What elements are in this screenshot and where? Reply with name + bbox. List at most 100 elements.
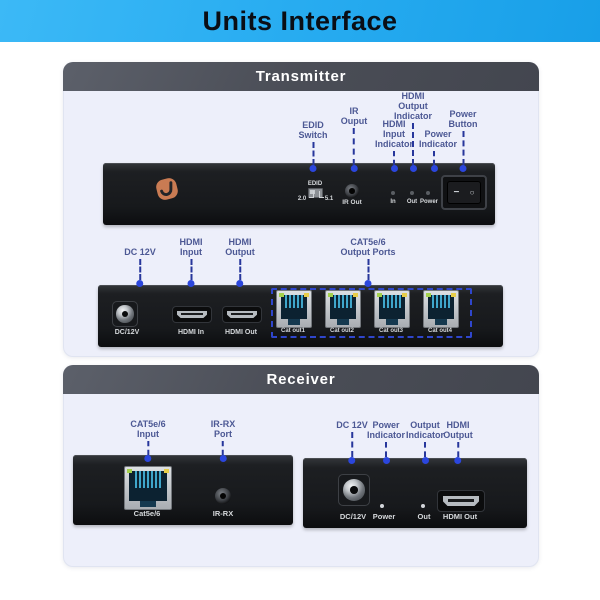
receiver-title: Receiver: [266, 371, 336, 388]
callout-rx-output-indicator: Output Indicator: [406, 420, 444, 464]
callout-rx-power-indicator: Power Indicator: [367, 420, 405, 464]
led-label-out: Out: [406, 199, 418, 205]
power-led: [426, 191, 430, 195]
hdmi-in-label: HDMI In: [177, 329, 205, 336]
edid-position-label: 5.1: [324, 196, 334, 202]
power-switch: − ○: [441, 175, 487, 210]
leader-dot: [382, 457, 390, 464]
callout-label: CAT5e/6 Input: [130, 419, 166, 440]
leader-line: [190, 259, 192, 280]
callout-rx-hdmi-output: HDMI Output: [443, 420, 473, 464]
leader-line: [411, 123, 414, 165]
rx-dc-power-jack: [338, 474, 370, 506]
leader-line: [432, 151, 435, 165]
callout-label: HDMI Output: [443, 420, 473, 441]
leader-line: [239, 259, 241, 280]
leader-dot: [430, 165, 438, 172]
leader-line: [353, 128, 355, 165]
leader-dot: [144, 455, 152, 462]
rx-hdmi-out-label: HDMI Out: [442, 512, 478, 521]
brand-logo: [156, 178, 178, 200]
callout-label: Output Indicator: [405, 420, 445, 441]
callout-label: CAT5e/6 Output Ports: [340, 237, 396, 258]
edid-switch: [308, 188, 323, 198]
leader-dot: [454, 457, 462, 464]
hdmi-out-port: [222, 306, 262, 323]
transmitter-title: Transmitter: [255, 68, 347, 85]
callout-hdmi-input-indicator: HDMI Input Indicator: [375, 119, 413, 172]
receiver-right-unit: DC/12V Power Out HDMI Out: [303, 458, 527, 528]
callout-label: HDMI Output: [225, 237, 255, 258]
callout-label: HDMI Input Indicator: [374, 119, 414, 150]
callout-label: HDMI Input: [179, 237, 203, 258]
receiver-header: Receiver: [63, 365, 539, 394]
dc-jack-label: DC/12V: [114, 329, 140, 336]
leader-dot: [390, 165, 398, 172]
ir-out-jack: [345, 184, 359, 198]
hdmi-input-led: [391, 191, 395, 195]
leader-line: [222, 441, 224, 455]
callout-ir-rx-port: IR-RX Port: [210, 419, 236, 462]
edid-position-label: 2.0: [297, 196, 307, 202]
leader-line: [311, 142, 314, 165]
callout-label: HDMI Output Indicator: [393, 91, 433, 122]
rj45-port-cat5e6-input: [124, 466, 172, 510]
cat-output-ports-group: [271, 288, 472, 338]
rx-out-label: Out: [417, 512, 431, 521]
page-title: Units Interface: [202, 5, 398, 36]
cat-out2-label: Cat out2: [330, 328, 354, 334]
leader-dot: [421, 457, 429, 464]
edid-bracket: [319, 191, 324, 198]
callout-label: Power Indicator: [366, 420, 406, 441]
callout-power-button: Power Button: [449, 109, 478, 172]
leader-dot: [348, 457, 356, 464]
callout-rx-dc-12v: DC 12V: [336, 420, 368, 464]
cat-out3-label: Cat out3: [379, 328, 403, 334]
led-label-in: In: [390, 199, 396, 205]
leader-line: [146, 441, 149, 455]
leader-line: [384, 442, 387, 457]
ir-rx-jack: [215, 488, 231, 504]
leader-line: [367, 259, 369, 280]
leader-dot: [350, 165, 358, 172]
leader-line: [423, 442, 426, 457]
rj45-port-cat-out2: [325, 290, 361, 328]
cat5e6-label: Cat5e/6: [133, 509, 161, 518]
transmitter-front-panel: EDID 2.0 5.1 IR Out In Out Power − ○: [103, 163, 495, 225]
callout-label: Power Button: [448, 109, 478, 130]
power-switch-off-mark: ○: [469, 187, 475, 197]
rj45-port-cat-out4: [423, 290, 459, 328]
leader-line: [392, 151, 395, 165]
rj45-port-cat-out1: [276, 290, 312, 328]
hdmi-out-label: HDMI Out: [225, 329, 257, 336]
rx-power-label: Power: [372, 512, 396, 521]
callout-label: DC 12V: [124, 247, 156, 257]
callout-cat5e6-input: CAT5e/6 Input: [130, 419, 166, 462]
leader-dot: [187, 280, 195, 287]
callout-hdmi-output: HDMI Output: [225, 237, 255, 287]
rj45-port-cat-out3: [374, 290, 410, 328]
callout-label: Power Indicator: [418, 129, 458, 150]
dc-power-jack: [112, 301, 138, 327]
leader-dot: [136, 280, 144, 287]
leader-dot: [219, 455, 227, 462]
leader-dot: [364, 280, 372, 287]
callout-edid-switch: EDID Switch: [298, 120, 328, 172]
rx-power-led: [380, 504, 384, 508]
receiver-left-unit: Cat5e/6 IR-RX: [73, 455, 293, 525]
leader-line: [457, 442, 459, 457]
callout-label: EDID Switch: [298, 120, 328, 141]
callout-ir-output: IR Ouput: [341, 106, 367, 172]
leader-dot: [459, 165, 467, 172]
callout-hdmi-output-indicator: HDMI Output Indicator: [394, 91, 432, 172]
edid-title: EDID: [307, 181, 323, 187]
callout-dc-12v: DC 12V: [124, 247, 156, 287]
hdmi-in-port: [172, 306, 212, 323]
led-label-power: Power: [419, 199, 439, 205]
callout-label: DC 12V: [336, 420, 368, 430]
title-banner: Units Interface: [0, 0, 600, 42]
hdmi-output-led: [410, 191, 414, 195]
rx-output-led: [421, 504, 425, 508]
callout-label: IR-RX Port: [210, 419, 236, 440]
